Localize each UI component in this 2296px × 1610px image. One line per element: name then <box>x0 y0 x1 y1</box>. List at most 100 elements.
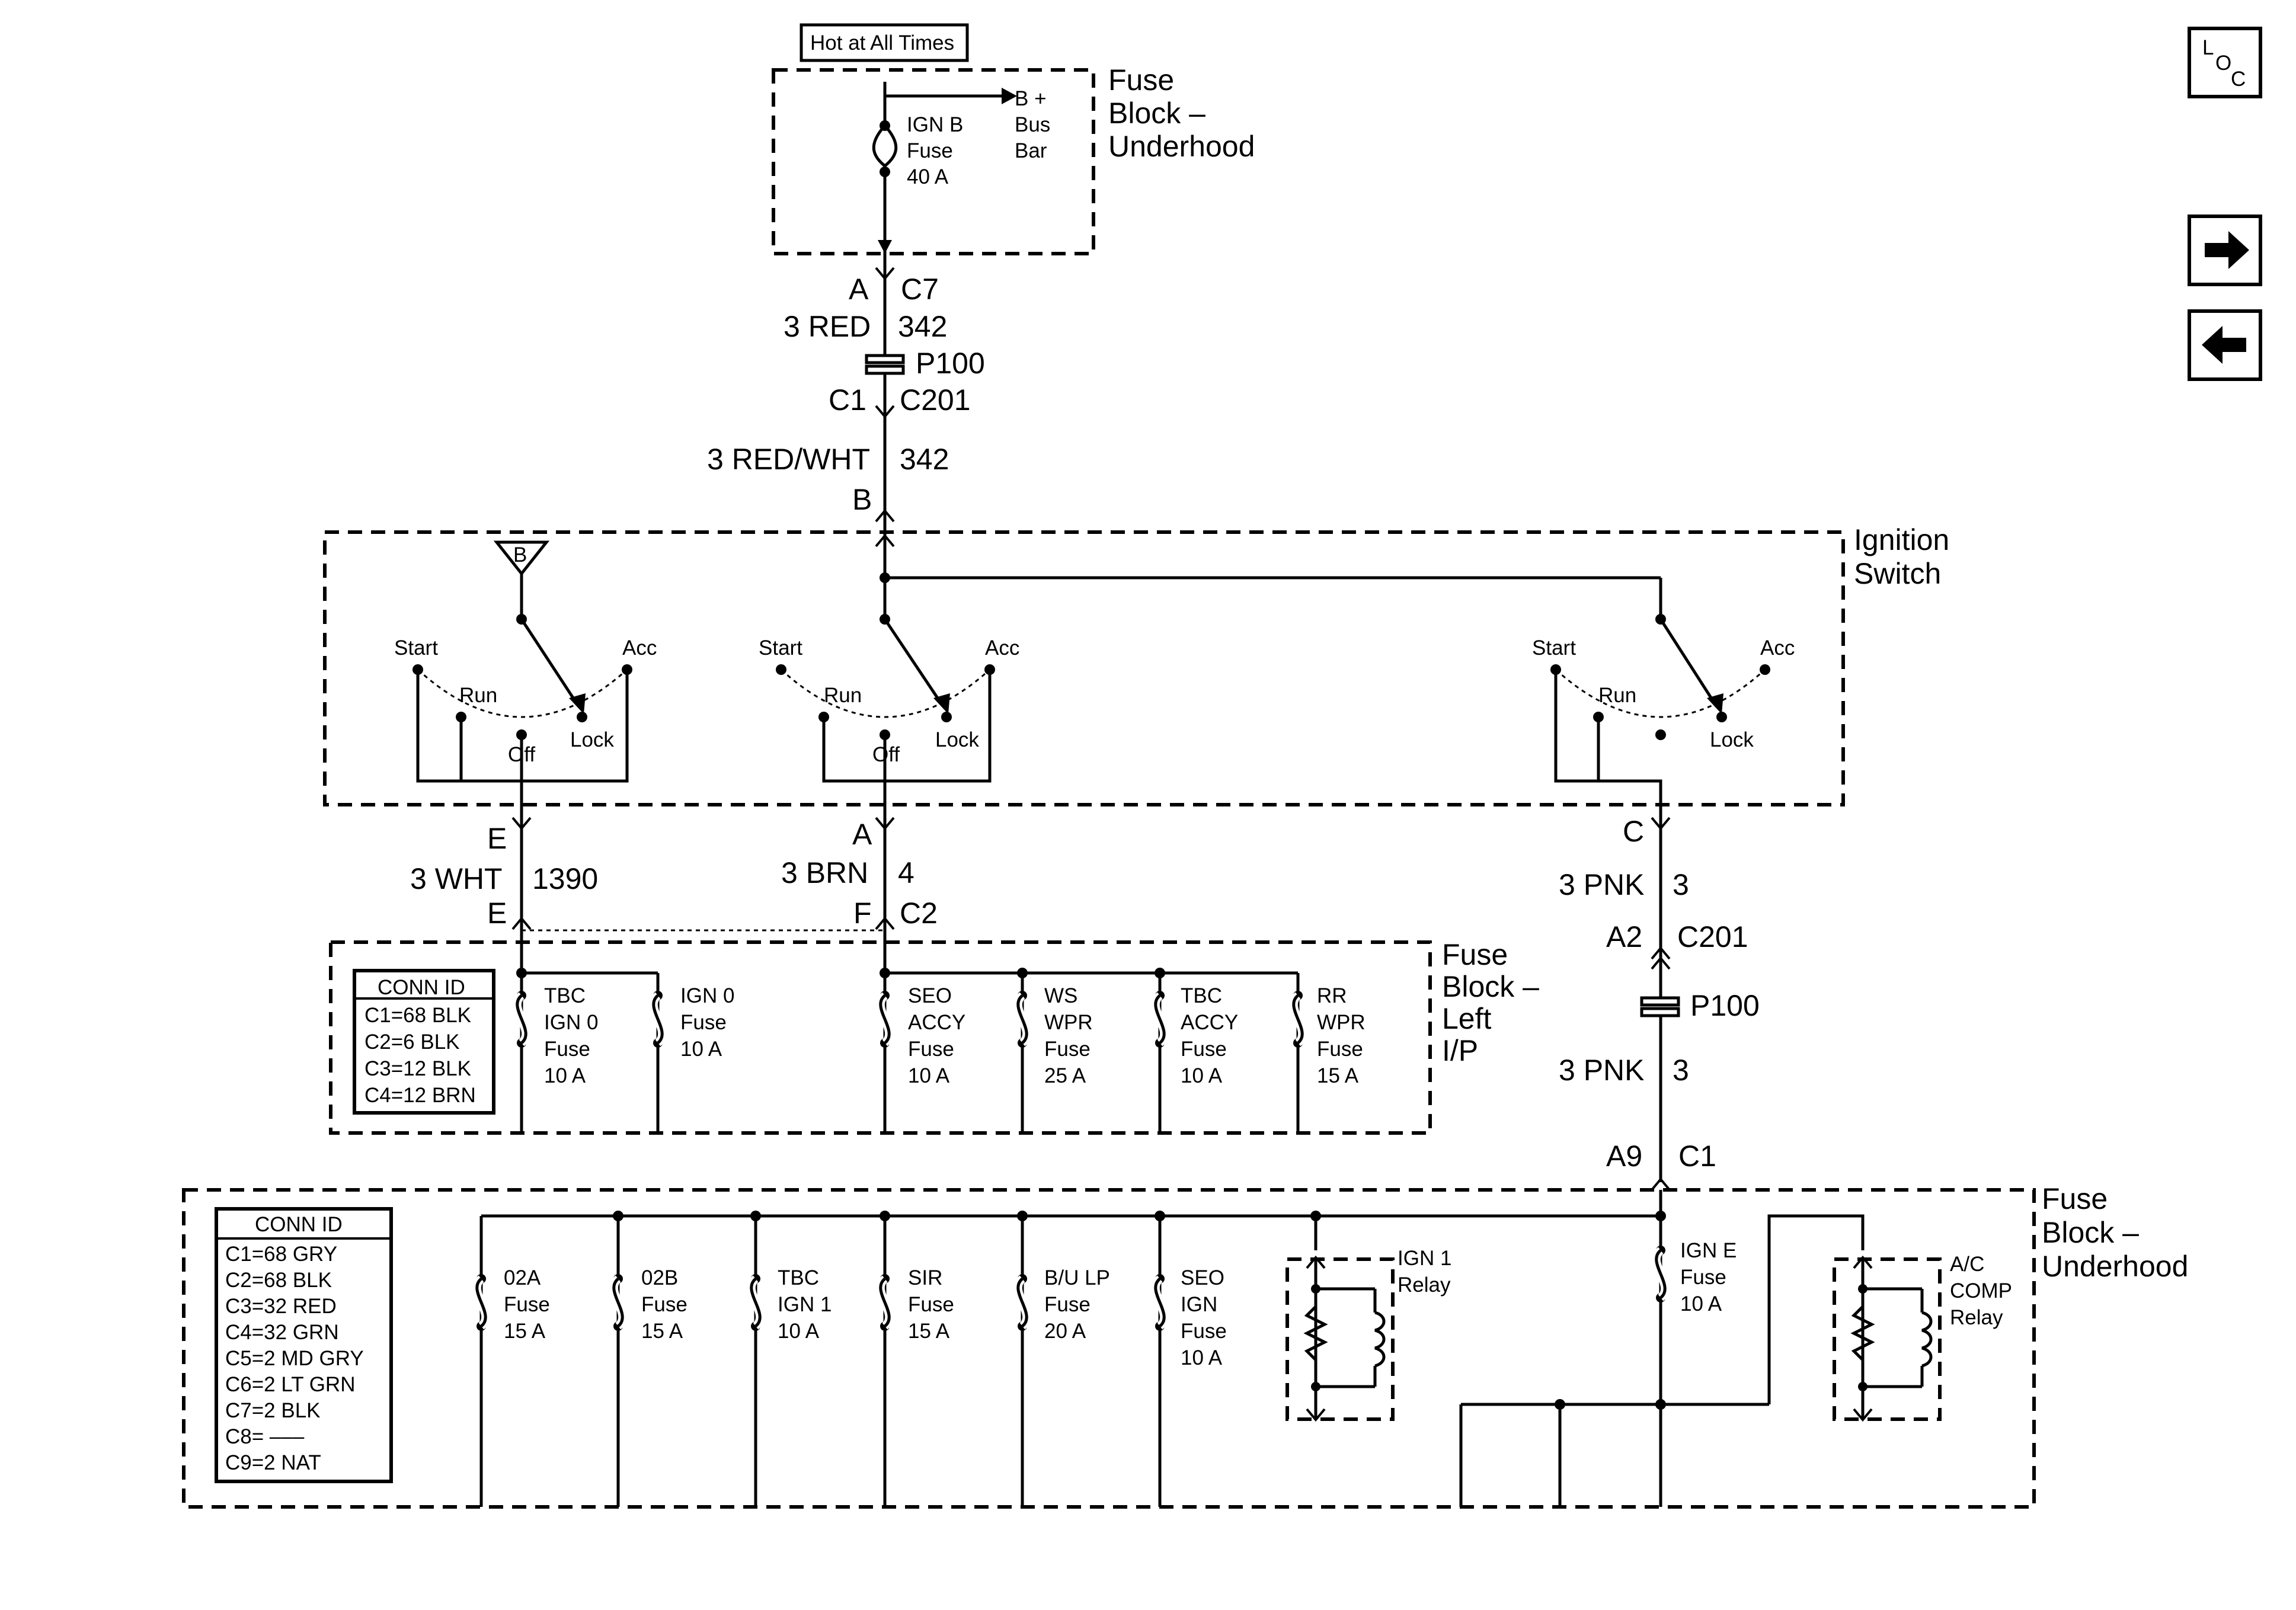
switch-section-middle: Start Run Off Lock Acc <box>759 618 1019 830</box>
pin-c1: C1 <box>829 383 866 417</box>
right-circuit-3-b: 3 <box>1673 1054 1689 1087</box>
svg-text:Start: Start <box>394 636 438 660</box>
svg-text:Acc: Acc <box>622 636 657 660</box>
svg-text:B +: B + <box>1015 87 1047 110</box>
svg-text:C3=32 RED: C3=32 RED <box>225 1295 337 1318</box>
fuse-block-bottom-boundary <box>182 1188 2036 1509</box>
hot-label: Hot at All Times <box>810 31 954 55</box>
svg-text:02A: 02A <box>504 1266 541 1289</box>
svg-text:CONN ID: CONN ID <box>255 1213 343 1236</box>
fuse-ign0: IGN 0 Fuse 10 A <box>649 984 734 1061</box>
right-pin-a2: A2 <box>1606 920 1642 953</box>
loc-button[interactable]: L O C <box>2188 27 2262 98</box>
fuse-block-bottom-title: Fuse Block – Underhood <box>2042 1182 2188 1283</box>
left-pin-top: E <box>487 822 507 855</box>
left-wire-3-wht: 3 WHT <box>410 862 503 895</box>
middle-conn-c2: C2 <box>900 897 938 930</box>
svg-text:10 A: 10 A <box>1680 1292 1722 1315</box>
svg-text:20 A: 20 A <box>1044 1320 1086 1343</box>
svg-text:C4=12 BRN: C4=12 BRN <box>364 1084 476 1107</box>
svg-text:TBC: TBC <box>544 984 586 1007</box>
svg-text:Fuse: Fuse <box>504 1293 550 1316</box>
svg-text:I/P: I/P <box>1442 1034 1478 1067</box>
right-conn-c1: C1 <box>1678 1140 1716 1173</box>
svg-text:Fuse: Fuse <box>1181 1320 1227 1343</box>
svg-text:WPR: WPR <box>1317 1011 1366 1034</box>
conn-c7: C7 <box>901 273 939 306</box>
svg-text:25 A: 25 A <box>1044 1064 1086 1087</box>
svg-text:C9=2 NAT: C9=2 NAT <box>225 1451 321 1474</box>
fuse-sir: SIR Fuse 15 A <box>876 1266 954 1343</box>
fuse-block-top-boundary <box>772 68 1095 255</box>
middle-wire-3-brn: 3 BRN <box>781 856 868 889</box>
wire-3-red: 3 RED <box>784 310 871 343</box>
svg-text:C1=68 BLK: C1=68 BLK <box>364 1004 471 1027</box>
back-button[interactable] <box>2188 309 2262 381</box>
fuse-seo-accy: SEO ACCY Fuse 10 A <box>876 984 965 1087</box>
ign1-relay: IGN 1 Relay <box>1285 1216 1451 1422</box>
svg-text:SEO: SEO <box>1181 1266 1224 1289</box>
svg-text:15 A: 15 A <box>504 1320 546 1343</box>
loc-letter-l: L <box>2202 36 2214 59</box>
svg-text:Fuse: Fuse <box>1442 938 1508 971</box>
svg-text:Fuse: Fuse <box>680 1011 727 1034</box>
svg-text:15 A: 15 A <box>1317 1064 1359 1087</box>
ignition-switch-title: Ignition Switch <box>1854 523 1949 590</box>
right-pin-top: C <box>1623 815 1644 848</box>
svg-text:IGN 1: IGN 1 <box>1398 1247 1451 1270</box>
svg-text:Bar: Bar <box>1015 139 1047 162</box>
svg-text:IGN 0: IGN 0 <box>680 984 734 1007</box>
svg-text:10 A: 10 A <box>1181 1346 1223 1369</box>
svg-text:ACCY: ACCY <box>1181 1011 1238 1034</box>
svg-text:WS: WS <box>1044 984 1077 1007</box>
fuse-block-top-title: Fuse Block – Underhood <box>1108 63 1255 163</box>
splice-p100-label: P100 <box>916 347 985 380</box>
svg-text:Start: Start <box>1532 636 1576 660</box>
fuse-02b: 02B Fuse 15 A <box>609 1266 687 1343</box>
forward-button[interactable] <box>2188 215 2262 286</box>
wire-3-red-wht: 3 RED/WHT <box>707 443 870 476</box>
svg-text:COMP: COMP <box>1950 1279 2012 1302</box>
svg-text:10 A: 10 A <box>908 1064 950 1087</box>
svg-text:Off: Off <box>872 743 900 766</box>
conn-id-table-left: CONN ID C1=68 BLK C2=6 BLK C3=12 BLK C4=… <box>353 969 495 1115</box>
svg-text:C4=32 GRN: C4=32 GRN <box>225 1321 339 1344</box>
svg-text:10 A: 10 A <box>544 1064 586 1087</box>
right-conn-c201: C201 <box>1677 920 1748 953</box>
svg-text:TBC: TBC <box>778 1266 819 1289</box>
right-splice-p100-icon <box>1640 996 1680 1007</box>
middle-pin-top: A <box>852 818 872 851</box>
svg-text:Block –: Block – <box>1108 97 1205 130</box>
svg-text:Start: Start <box>759 636 802 660</box>
svg-text:C7=2 BLK: C7=2 BLK <box>225 1399 321 1422</box>
svg-text:Fuse: Fuse <box>1680 1266 1726 1289</box>
svg-text:Underhood: Underhood <box>2042 1250 2188 1283</box>
svg-text:C2=6 BLK: C2=6 BLK <box>364 1030 460 1054</box>
left-circuit-1390: 1390 <box>532 862 598 895</box>
svg-text:C8= –––: C8= ––– <box>225 1425 305 1448</box>
right-wire-3-pnk-b: 3 PNK <box>1559 1054 1645 1087</box>
middle-pin-bottom: F <box>853 897 872 930</box>
bus-bar-label: B + Bus Bar <box>1015 87 1050 162</box>
svg-text:Fuse: Fuse <box>907 139 953 162</box>
ignition-switch-boundary <box>323 530 1845 806</box>
fuse-ws-wpr: WS WPR Fuse 25 A <box>1013 984 1093 1087</box>
right-circuit-3-a: 3 <box>1673 868 1689 901</box>
svg-text:Fuse: Fuse <box>641 1293 687 1316</box>
conn-c201: C201 <box>900 383 971 417</box>
ground-ref-b-label: B <box>513 543 527 566</box>
svg-text:C3=12 BLK: C3=12 BLK <box>364 1057 471 1080</box>
right-arrow-icon <box>2205 231 2249 269</box>
svg-text:Off: Off <box>508 743 535 766</box>
splice-p100-icon <box>865 354 905 364</box>
svg-text:15 A: 15 A <box>641 1320 683 1343</box>
svg-text:Block –: Block – <box>1442 970 1539 1003</box>
right-splice-p100-label: P100 <box>1690 989 1760 1022</box>
svg-text:C5=2 MD GRY: C5=2 MD GRY <box>225 1347 364 1370</box>
svg-text:Fuse: Fuse <box>544 1038 590 1061</box>
svg-text:IGN 1: IGN 1 <box>778 1293 832 1316</box>
ign-b-fuse-icon <box>872 123 898 168</box>
svg-text:A/C: A/C <box>1950 1253 1984 1276</box>
fuse-bu-lp: B/U LP Fuse 20 A <box>1013 1266 1110 1343</box>
left-arrow-icon <box>2202 326 2246 364</box>
